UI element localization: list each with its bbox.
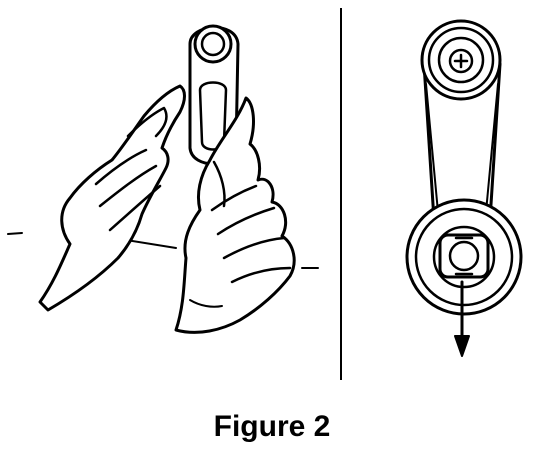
crank-arm-edge-right — [485, 83, 499, 213]
left-hand-finger-2 — [98, 164, 158, 208]
figure-caption: Figure 2 — [213, 410, 331, 443]
direction-arrow-head-icon — [454, 335, 470, 357]
left-hand-back — [38, 84, 186, 312]
right-hand-finger-3 — [222, 236, 286, 260]
splined-shaft — [448, 240, 480, 272]
crank-handle-with-arrow — [405, 19, 523, 357]
hands-removing-crank-handle — [7, 24, 319, 334]
right-hand-front — [174, 96, 296, 334]
crank-handle-in-hand — [188, 24, 240, 166]
right-hand-finger-4 — [230, 266, 292, 284]
ground-line-middle — [125, 239, 177, 249]
right-hand-finger-2 — [216, 206, 276, 236]
ground-line-left — [7, 232, 23, 235]
left-hand-finger-1 — [94, 148, 148, 186]
right-hand-wrist-crease — [189, 299, 223, 308]
crank-arm-edge-left — [425, 83, 439, 213]
right-hand-finger-1 — [210, 184, 258, 212]
handle-top-hole — [200, 31, 226, 57]
right-hand-thumb-crease — [212, 160, 226, 208]
left-hand-finger-3 — [108, 184, 162, 232]
left-hand-thumb — [126, 106, 168, 138]
screw-cross-icon — [453, 53, 469, 69]
